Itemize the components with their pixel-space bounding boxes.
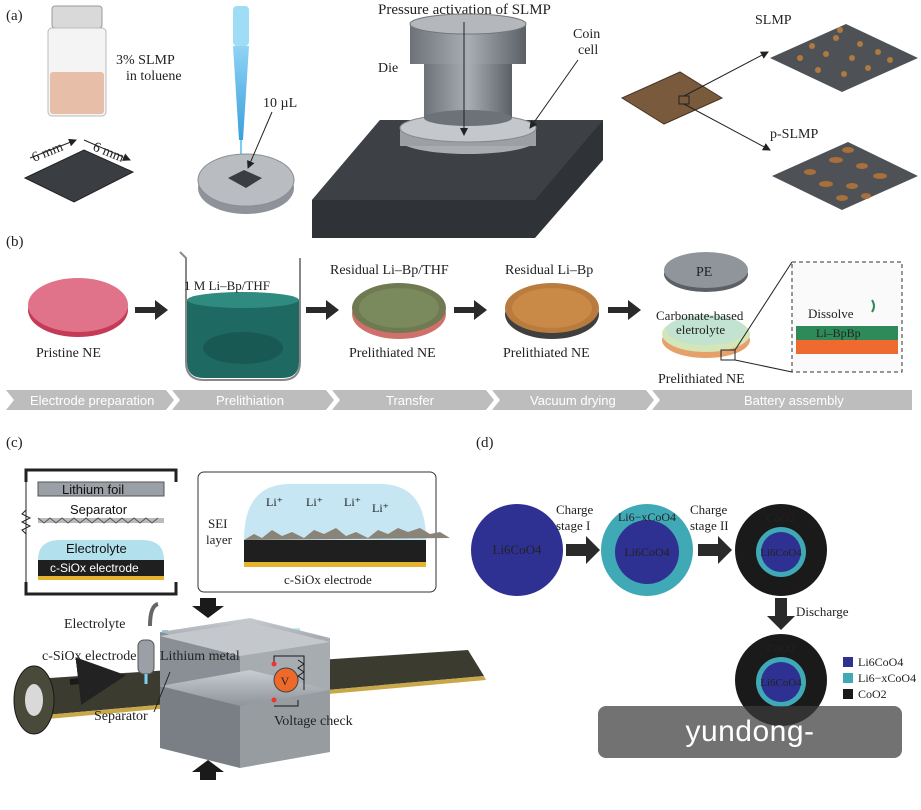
legend-swatch-li6coo4: [843, 657, 853, 667]
li-plus-3: Li⁺: [344, 495, 361, 509]
charge-stage-1-label-b: stage I: [556, 518, 590, 533]
dried-disk: [505, 283, 599, 339]
press-machine: [312, 13, 603, 238]
arrow-d3: [767, 598, 795, 630]
step-prelithiation: Prelithiation: [216, 393, 284, 408]
arrow-b2: [306, 300, 339, 320]
watermark: yundong-sanyi.com.cn: [598, 706, 902, 800]
press-title: Pressure activation of SLMP: [378, 2, 551, 18]
separator-label: Separator: [70, 502, 128, 517]
lithium-foil-label: Lithium foil: [62, 482, 124, 497]
electrolyte-label-1: Carbonate-based: [656, 308, 744, 323]
beaker: [179, 251, 301, 381]
panel-b-label: (b): [6, 234, 24, 250]
panel-a-label: (a): [6, 8, 23, 24]
square-electrode: [23, 138, 135, 203]
step-electrode-preparation: Electrode preparation: [30, 393, 154, 408]
electrolyte-label-2: eletrolyte: [676, 322, 725, 337]
legend-swatch-coo2: [843, 689, 853, 699]
particle-final: [735, 634, 827, 726]
cell-stack: [662, 252, 793, 373]
separator-label-2: Separator: [94, 709, 148, 724]
p-slmp-tile: [772, 142, 918, 210]
legend-label-li6coo4: Li6CoO4: [858, 655, 903, 669]
inset-electrode-label: c-SiOx electrode: [284, 572, 372, 587]
particle-mid-inner-label: Li6CoO4: [624, 545, 669, 559]
figure: (a) 3% SLMP in toluene 6 mm 6 mm 10 µL P…: [6, 2, 918, 780]
solution-label: 1 M Li–Bp/THF: [184, 278, 270, 293]
sei-inset: [197, 471, 450, 593]
coin-cell-label-1: Coin: [573, 27, 600, 42]
particle-end-inner-label: Li6CoO4: [760, 547, 802, 559]
legend-label-li6-xcoo4: Li6−xCoO4: [858, 671, 916, 685]
vial-label-2: in toluene: [126, 69, 182, 84]
sei-label-1: SEI: [208, 516, 228, 531]
die-label: Die: [378, 61, 398, 76]
electrolyte-label: Electrolyte: [66, 541, 127, 556]
drop-volume: 10 µL: [263, 96, 297, 111]
dissolve-label: Dissolve: [808, 306, 854, 321]
pristine-label: Pristine NE: [36, 346, 101, 361]
slmp-tile: [770, 24, 918, 92]
electrode-label-2: c-SiOx electrode: [42, 649, 136, 664]
p-slmp-label: p-SLMP: [770, 127, 818, 142]
dissolve-inset: [791, 261, 903, 373]
electrolyte-label-2: Electrolyte: [64, 617, 125, 632]
particle-mid-outer-label: Li6−xCoO4: [618, 510, 676, 524]
li-plus-2: Li⁺: [306, 495, 323, 509]
charge-stage-1-label-a: Charge: [556, 502, 594, 517]
arrow-d2: [698, 536, 732, 564]
pristine-disk: [28, 278, 128, 337]
prelithiated-label-1: Prelithiated NE: [349, 346, 436, 361]
legend: [843, 657, 853, 699]
charge-stage-2-label-b: stage II: [690, 518, 729, 533]
charge-stage-2-label-a: Charge: [690, 502, 728, 517]
prelithiated-label-3: Prelithiated NE: [658, 372, 745, 387]
vial-label-1: 3% SLMP: [116, 53, 175, 68]
particle-final-inner-label: Li6CoO4: [760, 677, 802, 689]
particle-final-outer-label: CoO2: [767, 641, 796, 655]
sei-label-2: layer: [206, 532, 233, 547]
legend-swatch-li6-xcoo4: [843, 673, 853, 683]
electrode-label: c-SiOx electrode: [50, 561, 139, 575]
voltage-check-label: Voltage check: [274, 714, 353, 729]
slmp-label: SLMP: [755, 13, 792, 28]
legend-label-coo2: CoO2: [858, 687, 887, 701]
arrow-b1: [135, 300, 168, 320]
sample-disk: [197, 153, 295, 214]
cell-schematic: [20, 468, 178, 596]
arrow-d1: [566, 536, 600, 564]
pipette: [233, 6, 249, 165]
arrow-b4: [608, 300, 641, 320]
slmp-source: [620, 51, 771, 151]
li-bpbp-label: Li–BpBp: [816, 326, 861, 340]
li-plus-1: Li⁺: [266, 495, 283, 509]
transfer-disk: [352, 283, 446, 339]
li-plus-4: Li⁺: [372, 501, 389, 515]
panel-d-label: (d): [476, 435, 494, 451]
roll-to-roll-press: [13, 598, 486, 780]
prelithiated-label-2: Prelithiated NE: [503, 346, 590, 361]
slmp-vial: [47, 5, 107, 117]
particle-mid: [601, 504, 693, 596]
step-transfer: Transfer: [386, 393, 435, 408]
voltage-meter-symbol: V: [281, 674, 290, 688]
step-battery-assembly: Battery assembly: [744, 393, 844, 408]
particle-start-label: Li6CoO4: [492, 542, 542, 557]
pe-label: PE: [696, 265, 712, 280]
particle-end: [735, 504, 827, 596]
step-vacuum-drying: Vacuum drying: [530, 393, 616, 408]
discharge-label: Discharge: [796, 604, 849, 619]
process-steps: [6, 390, 912, 410]
lithium-metal-label: Lithium metal: [160, 649, 240, 664]
particle-end-outer-label: CoO2: [767, 511, 796, 525]
residual-label-1: Residual Li–Bp/THF: [330, 263, 449, 278]
residual-label-2: Residual Li–Bp: [505, 263, 593, 278]
coin-cell-label-2: cell: [578, 43, 598, 58]
arrow-b3: [454, 300, 487, 320]
panel-c-label: (c): [6, 435, 23, 451]
particle-start: [471, 504, 563, 596]
